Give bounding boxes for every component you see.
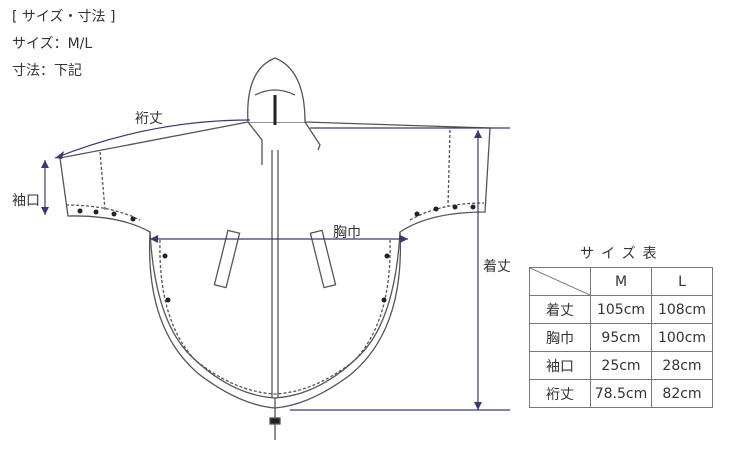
- table-header-row: M L: [529, 267, 713, 296]
- table-row: 袖口 25cm 28cm: [529, 351, 713, 380]
- table-row: 胸巾 95cm 100cm: [529, 323, 713, 352]
- yuki-label: 裄丈: [135, 111, 163, 127]
- row-label: 袖口: [529, 351, 591, 380]
- table-cell: 28cm: [651, 351, 713, 380]
- dimension-line: 寸法：下記: [12, 63, 82, 79]
- table-cell: 95cm: [590, 323, 652, 352]
- poncho-outline: [59, 57, 491, 440]
- table-row: 裄丈 78.5cm 82cm: [529, 379, 713, 408]
- table-cell: 100cm: [651, 323, 713, 352]
- table-cell: 78.5cm: [590, 379, 652, 408]
- size-table: M L 着丈 105cm 108cm 胸巾 95cm 100cm 袖口 25cm…: [529, 267, 713, 408]
- table-cell: 25cm: [590, 351, 652, 380]
- table-cell: 108cm: [651, 295, 713, 324]
- size-line: サイズ：M/L: [12, 36, 93, 52]
- kitake-label: 着丈: [483, 259, 511, 275]
- sodeguchi-label: 袖口: [12, 193, 40, 209]
- corner-cell: [529, 267, 591, 296]
- dimension-lines: [44, 119, 510, 411]
- row-label: 着丈: [529, 295, 591, 324]
- row-label: 裄丈: [529, 379, 591, 408]
- size-table-title: サイズ表: [580, 246, 664, 262]
- column-header: M: [590, 267, 652, 296]
- table-row: 着丈 105cm 108cm: [529, 295, 713, 324]
- table-cell: 105cm: [590, 295, 652, 324]
- row-label: 胸巾: [529, 323, 591, 352]
- column-header: L: [651, 267, 713, 296]
- section-title: [ サイズ・寸法 ]: [12, 9, 116, 25]
- table-cell: 82cm: [651, 379, 713, 408]
- snap-buttons: [77, 204, 476, 303]
- yuki-dimension: [54, 119, 251, 159]
- munehaba-label: 胸巾: [333, 225, 361, 241]
